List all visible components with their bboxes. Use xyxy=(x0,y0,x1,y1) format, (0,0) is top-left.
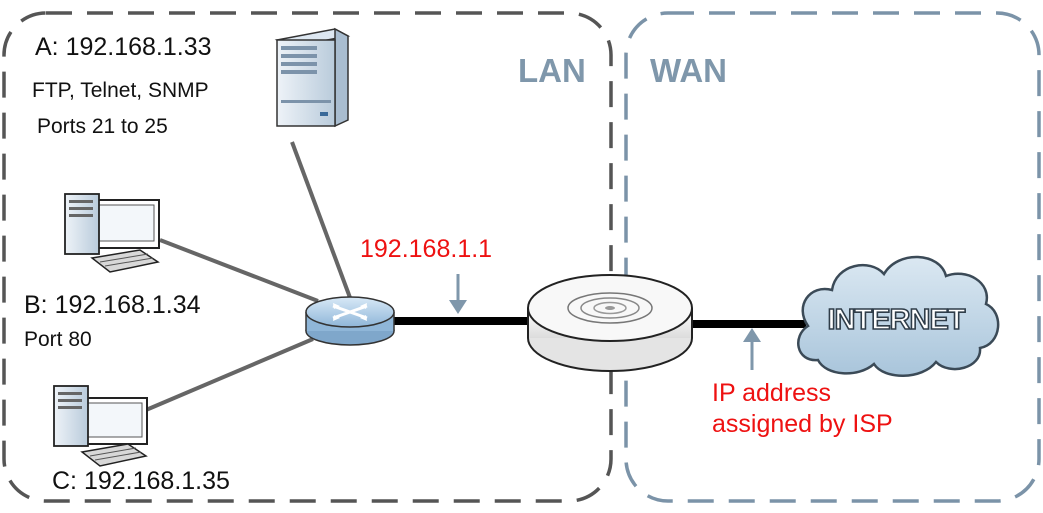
lan-zone-title: LAN xyxy=(518,52,586,89)
wan-zone-border xyxy=(624,11,1041,503)
host-a-services-label: FTP, Telnet, SNMP xyxy=(32,79,209,102)
host-c-ip-label: C: 192.168.1.35 xyxy=(52,467,230,495)
internet-label: INTERNET xyxy=(828,304,966,336)
link-server-a-to-switch xyxy=(290,141,354,304)
lan-ip-arrow xyxy=(449,274,467,314)
lan-zone-border xyxy=(2,11,613,503)
host-a-ip-label: A: 192.168.1.33 xyxy=(35,33,212,61)
wan-ip-note-line1: IP address xyxy=(712,379,832,407)
computer-c-icon xyxy=(53,385,148,467)
wan-zone-title: WAN xyxy=(650,52,727,89)
gateway-lan-ip-label: 192.168.1.1 xyxy=(360,235,493,263)
host-b-ports-label: Port 80 xyxy=(24,328,92,351)
host-b-ip-label: B: 192.168.1.34 xyxy=(24,291,201,319)
wan-ip-arrow xyxy=(743,328,761,370)
gateway-device-icon xyxy=(527,274,693,372)
computer-b-icon xyxy=(64,193,160,273)
server-a-icon xyxy=(274,27,351,128)
host-a-ports-label: Ports 21 to 25 xyxy=(37,115,168,138)
link-host-c-to-switch xyxy=(145,337,314,412)
link-host-b-to-switch xyxy=(159,238,319,303)
switch-icon xyxy=(305,296,395,346)
internet-cloud-icon: INTERNET xyxy=(797,255,1000,377)
wan-ip-note-line2: assigned by ISP xyxy=(712,410,893,438)
